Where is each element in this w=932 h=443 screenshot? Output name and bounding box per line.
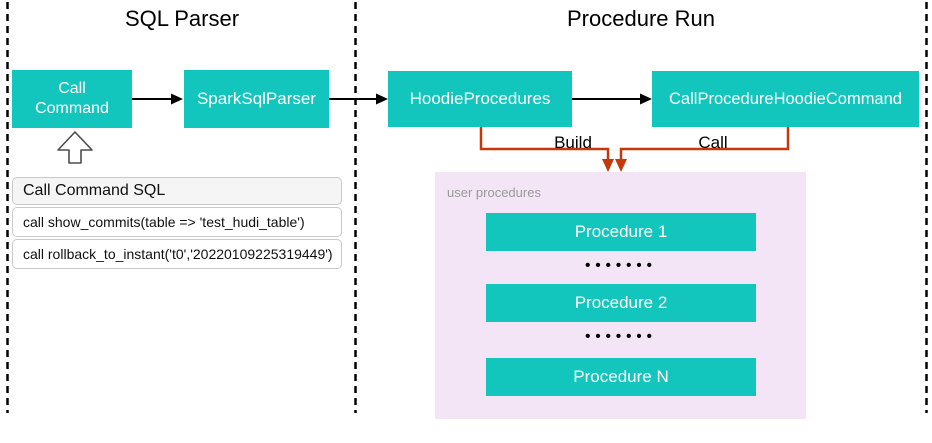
node-hoodie-procedures: HoodieProcedures: [388, 71, 572, 127]
arrow-hoodieprocedures-to-callprocedurehoodiecommand: [572, 93, 652, 105]
arrow-callcommand-to-sparksqlparser: [132, 93, 183, 105]
section-title-procedure-run: Procedure Run: [567, 6, 715, 31]
section-title-sql-parser: SQL Parser: [124, 6, 240, 31]
user-procedures-label: user procedures: [447, 185, 541, 200]
edge-label-call: Call: [698, 133, 728, 152]
edge-label-build: Build: [554, 133, 592, 152]
node-procedure-n: Procedure N: [486, 358, 756, 396]
node-spark-sql-parser: SparkSqlParser: [184, 70, 329, 128]
ellipsis-dots: •••••••: [585, 257, 657, 274]
call-command-sql-box: Call Command SQL call show_commits(table…: [12, 177, 342, 271]
user-procedures-container: user procedures Procedure 1 ••••••• Proc…: [435, 172, 806, 419]
node-procedure-1: Procedure 1: [486, 213, 756, 251]
node-call-procedure-hoodie-command: CallProcedureHoodieCommand: [652, 71, 919, 127]
sql-example-row: call rollback_to_instant('t0','202201092…: [12, 239, 342, 269]
node-call-command: Call Command: [12, 70, 132, 128]
sql-example-row: call show_commits(table => 'test_hudi_ta…: [12, 207, 342, 237]
hollow-up-arrow: [57, 131, 93, 164]
sql-box-header: Call Command SQL: [12, 177, 342, 205]
node-procedure-2: Procedure 2: [486, 284, 756, 322]
arrow-sparksqlparser-to-hoodieprocedures: [329, 93, 388, 105]
ellipsis-dots: •••••••: [585, 328, 657, 345]
